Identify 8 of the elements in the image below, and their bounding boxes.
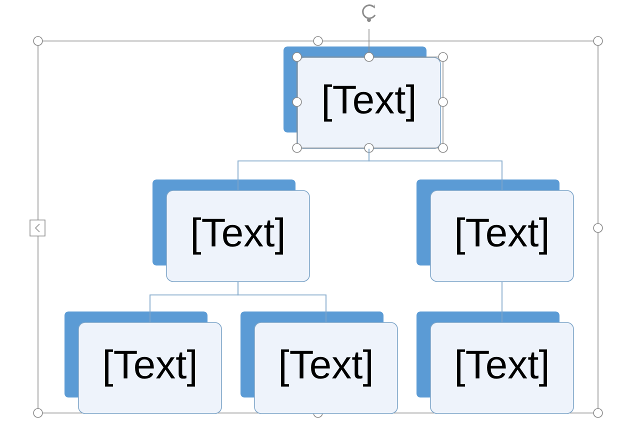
connector-line	[368, 148, 502, 191]
org-chart-box: [Text]	[64, 312, 222, 414]
org-chart-box: [Text]	[240, 312, 398, 414]
org-chart-box: [Text]	[152, 180, 310, 282]
org-chart-box: [Text]	[416, 312, 574, 414]
connector-line	[238, 281, 326, 323]
org-chart-box: [Text]	[416, 180, 574, 282]
org-chart-box: [Text]	[284, 46, 441, 149]
